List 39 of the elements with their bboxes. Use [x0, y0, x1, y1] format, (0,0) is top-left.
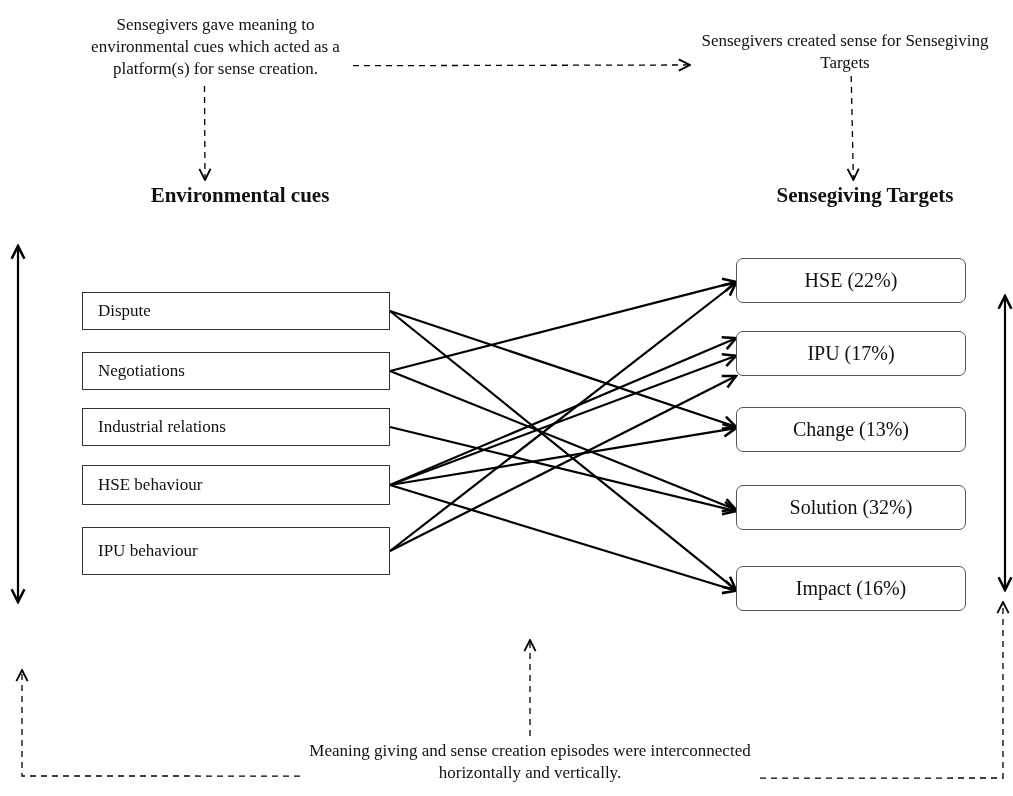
arrow [389, 310, 738, 592]
box-label: Change (13%) [792, 418, 910, 441]
arrow [389, 277, 738, 373]
heading: Sensegiving Targets [776, 182, 954, 208]
dashed-arrow [846, 75, 860, 181]
cue-box [82, 292, 390, 330]
box-label: Industrial relations [98, 417, 226, 437]
box-label: HSE (22%) [804, 269, 898, 292]
dashed-arrow [523, 639, 537, 737]
cue-box [82, 408, 390, 446]
arrow [389, 369, 738, 513]
arrow [389, 483, 738, 595]
box-label: IPU (17%) [807, 342, 895, 365]
cue-box [82, 527, 390, 575]
heading: Environmental cues [150, 182, 330, 208]
dashed-arrow [759, 601, 1010, 779]
arrow [389, 374, 738, 552]
arrow [389, 425, 738, 516]
note-text: Meaning giving and sense creation episodes were interconnected horizontally and vertically. [308, 740, 752, 784]
note-text: Sensegivers created sense for Sensegiving Targets [700, 30, 990, 74]
dashed-arrow [15, 669, 301, 777]
dashed-arrow [198, 85, 212, 181]
box-label: Dispute [98, 301, 151, 321]
box-label: Impact (16%) [795, 577, 907, 600]
cue-box [82, 465, 390, 505]
target-box [736, 331, 966, 376]
arrow [389, 309, 738, 431]
target-box [736, 566, 966, 611]
target-box [736, 485, 966, 530]
note-text: Sensegivers gave meaning to environmental cues which acted as a platform(s) for sense creation. [90, 14, 341, 80]
box-label: Solution (32%) [789, 496, 913, 519]
arrow [389, 281, 738, 552]
cue-box [82, 352, 390, 390]
dashed-arrow [352, 58, 691, 72]
box-label: HSE behaviour [98, 475, 203, 495]
box-label: IPU behaviour [98, 541, 198, 561]
box-label: Negotiations [98, 361, 185, 381]
target-box [736, 407, 966, 452]
target-box [736, 258, 966, 303]
